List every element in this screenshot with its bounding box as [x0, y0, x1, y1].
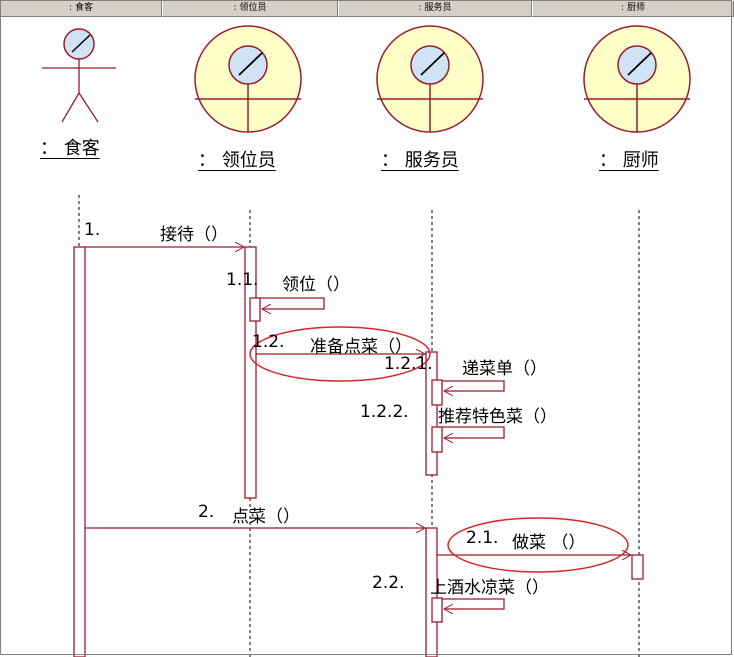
lifeline-name-chef: ： 厨师: [599, 150, 659, 171]
highlight-ellipses: [249, 326, 629, 573]
message-label: 领位（）: [282, 275, 350, 295]
message-label: 做菜 （）: [512, 533, 586, 553]
message-seq: 2.1.: [466, 528, 499, 548]
message-seq: 2.: [198, 502, 215, 522]
blank-mask: [118, 212, 158, 242]
message-seq: 1.2.1.: [384, 354, 433, 374]
object-host-icon: [194, 25, 302, 133]
blank-mask: [474, 228, 538, 304]
object-chef-icon: [583, 25, 691, 133]
message-seq: 2.2.: [372, 573, 405, 593]
message-label: 递菜单（）: [462, 359, 547, 379]
message-seq: 1.1.: [226, 270, 259, 290]
activation-bars: [73, 246, 644, 657]
actor-diner-icon: [42, 28, 116, 123]
object-waiter-icon: [376, 25, 484, 133]
lifeline-name-waiter: ： 服务员: [381, 150, 459, 171]
message-label: 接待（）: [160, 225, 228, 245]
message-arrows: [85, 247, 631, 609]
blank-mask: [124, 375, 196, 420]
message-seq: 1.2.2.: [360, 402, 409, 422]
message-label: 上酒水凉菜（）: [430, 578, 549, 598]
message-label: 推荐特色菜（）: [438, 407, 557, 427]
lifeline-name-diner: ： 食客: [40, 138, 100, 159]
message-seq: 1.: [84, 220, 101, 240]
lifeline-name-host: ： 领位员: [198, 150, 276, 171]
message-seq: 1.2.: [252, 332, 285, 352]
message-label: 准备点菜（）: [310, 337, 412, 357]
message-label: 点菜（）: [232, 507, 300, 527]
